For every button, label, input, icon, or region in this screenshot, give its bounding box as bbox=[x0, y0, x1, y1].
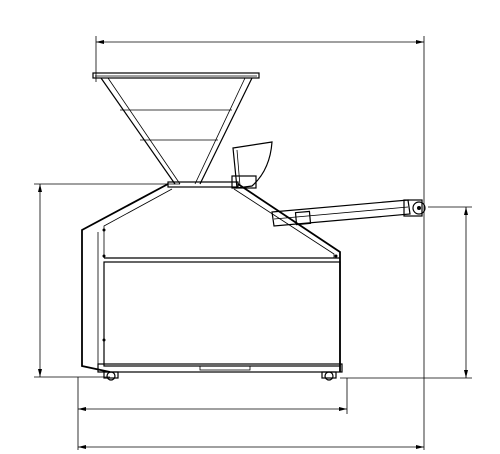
hopper bbox=[92, 72, 260, 185]
machine-body bbox=[81, 181, 343, 373]
wheels bbox=[103, 371, 337, 381]
dimension-bottom-width bbox=[78, 445, 424, 449]
discharge-arm bbox=[271, 199, 426, 227]
dimension-machine-height bbox=[34, 183, 180, 378]
dimension-top-width bbox=[95, 36, 425, 450]
dimension-right-heights bbox=[340, 206, 472, 379]
dimension-base-width bbox=[77, 377, 348, 450]
chute bbox=[231, 141, 273, 189]
